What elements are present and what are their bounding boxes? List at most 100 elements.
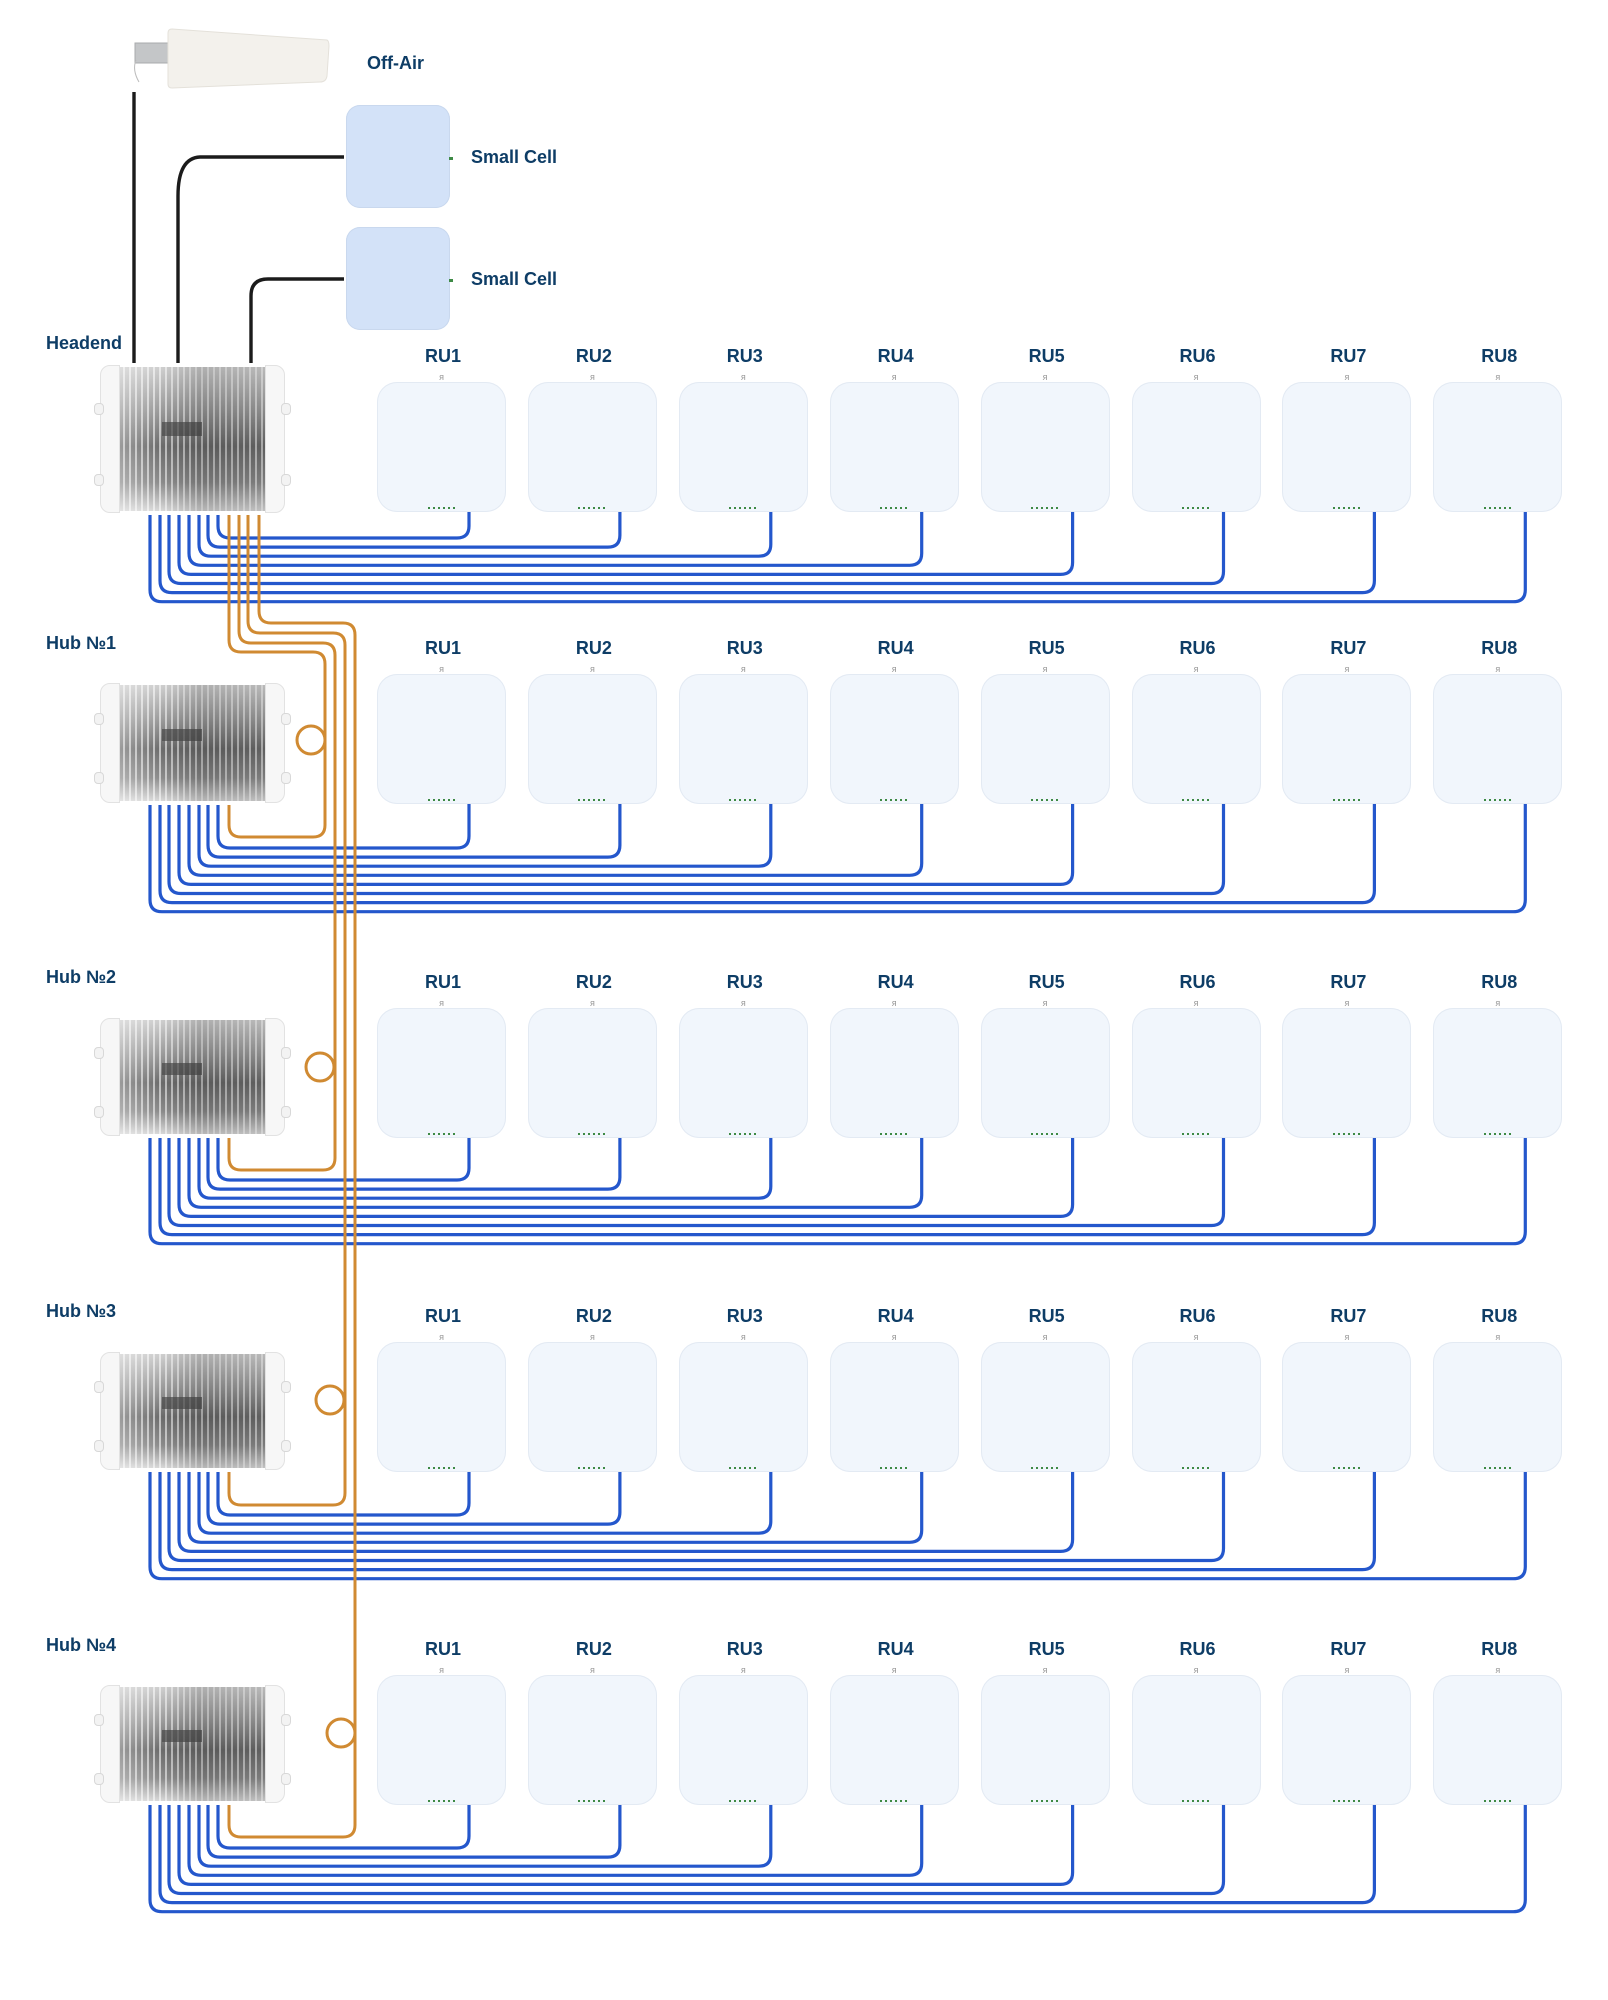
ru-label: RU8 <box>1481 972 1518 992</box>
status-leds <box>1483 799 1512 801</box>
remote-unit: ᴙ <box>678 999 808 1138</box>
end-cap <box>100 1685 120 1803</box>
remote-unit: ᴙ <box>1282 999 1412 1138</box>
remote-unit: ᴙ <box>1131 999 1261 1138</box>
status-leds <box>578 1467 607 1469</box>
status-leds <box>1182 1800 1210 1802</box>
connector-icon: ᴙ <box>439 664 444 674</box>
connector-icon: ᴙ <box>589 1665 595 1675</box>
end-cap <box>265 1685 285 1803</box>
ru-cable <box>167 1138 1226 1228</box>
connector-icon: ᴙ <box>740 664 746 674</box>
connector-icon: ᴙ <box>891 372 897 382</box>
remote-unit: ᴙ <box>377 1666 506 1805</box>
mount-tab <box>281 402 291 415</box>
status-leds <box>1031 507 1060 509</box>
ru-label: RU5 <box>1028 1306 1065 1326</box>
ru-label: RU4 <box>877 346 914 366</box>
ru-cable <box>158 1138 1376 1237</box>
hub-label: Hub №3 <box>46 1301 117 1321</box>
remote-unit: ᴙ <box>1282 373 1412 512</box>
connector-icon: ᴙ <box>1495 998 1501 1008</box>
ru-label: RU1 <box>424 972 462 992</box>
ru-cable <box>177 1138 1075 1218</box>
ru-label: RU3 <box>726 1306 763 1326</box>
connector-icon: ᴙ <box>891 664 897 674</box>
status-leds <box>1182 1133 1210 1135</box>
small-cell-1-label: Small Cell <box>471 147 558 167</box>
heatsink <box>117 1354 268 1468</box>
ru-label: RU7 <box>1330 1639 1367 1659</box>
status-leds <box>729 507 758 509</box>
ru-cable <box>148 1472 1527 1581</box>
remote-unit: ᴙ <box>829 665 959 804</box>
ru-label: RU3 <box>726 346 763 366</box>
remote-unit: ᴙ <box>377 373 506 512</box>
status-leds <box>1483 507 1512 509</box>
mount-tab <box>94 1106 104 1118</box>
connector-icon: ᴙ <box>589 1332 595 1342</box>
end-cap <box>100 683 120 803</box>
remote-unit: ᴙ <box>980 1666 1110 1805</box>
ru-cable <box>158 512 1376 595</box>
connector-icon: ᴙ <box>439 1665 444 1675</box>
ru-label: RU3 <box>726 972 763 992</box>
connector-icon: ᴙ <box>891 1332 897 1342</box>
ru-cable <box>197 804 773 868</box>
status-leds <box>1332 799 1361 801</box>
ru-label: RU2 <box>575 1639 612 1659</box>
ru-cable <box>187 1472 924 1544</box>
connector-icon: ᴙ <box>740 1332 746 1342</box>
ru-cable <box>148 1805 1527 1914</box>
hub-label: Hub №1 <box>46 633 117 653</box>
mount-tab <box>94 474 104 486</box>
ru-label: RU7 <box>1330 972 1367 992</box>
connector-icon: ᴙ <box>740 998 746 1008</box>
ru-label: RU2 <box>575 972 612 992</box>
heatsink <box>117 1687 268 1801</box>
heatsink <box>117 685 268 801</box>
status-leds <box>880 1467 909 1469</box>
coax-cable-small-cell-1 <box>176 155 344 363</box>
status-leds <box>427 507 456 509</box>
ru-cable <box>206 1472 622 1526</box>
remote-unit: ᴙ <box>1282 665 1412 804</box>
remote-unit: ᴙ <box>1433 373 1563 512</box>
end-cap <box>100 365 120 513</box>
status-leds <box>729 799 758 801</box>
ru-label: RU7 <box>1330 1306 1367 1326</box>
module <box>162 1063 202 1075</box>
ru-label: RU8 <box>1481 346 1518 366</box>
ru-cable <box>206 512 622 549</box>
ru-cable <box>187 512 924 567</box>
status-leds <box>427 1133 456 1135</box>
connector-icon: ᴙ <box>740 1665 746 1675</box>
status-leds <box>1182 507 1210 509</box>
ru-cable <box>148 804 1527 914</box>
headend-unit-icon <box>94 355 291 525</box>
mount-tab <box>94 1440 104 1452</box>
connector-icon: ᴙ <box>1344 998 1350 1008</box>
ru-label: RU8 <box>1481 638 1518 658</box>
hub-unit-icon <box>94 673 291 815</box>
ru-label: RU1 <box>424 1639 462 1659</box>
hub-unit-icon <box>94 1675 291 1815</box>
remote-unit: ᴙ <box>678 1333 808 1472</box>
ru-cable <box>197 1138 773 1200</box>
hub-unit-icon <box>94 1342 291 1482</box>
mount-tab <box>281 1714 291 1727</box>
remote-unit: ᴙ <box>829 1666 959 1805</box>
ru-label: RU6 <box>1179 346 1216 366</box>
ru-cable <box>216 1472 471 1517</box>
connector-icon: ᴙ <box>1042 998 1048 1008</box>
mount-tab <box>281 1047 291 1060</box>
status-leds <box>1332 507 1361 509</box>
remote-unit: ᴙ <box>980 665 1110 804</box>
hub-label: Hub №2 <box>46 967 117 987</box>
remote-unit: ᴙ <box>527 999 657 1138</box>
heatsink <box>117 1020 268 1134</box>
ru-label: RU4 <box>877 1306 914 1326</box>
remote-unit: ᴙ <box>829 1333 959 1472</box>
ru-cable <box>197 512 773 558</box>
headend-label: Headend <box>46 333 123 353</box>
